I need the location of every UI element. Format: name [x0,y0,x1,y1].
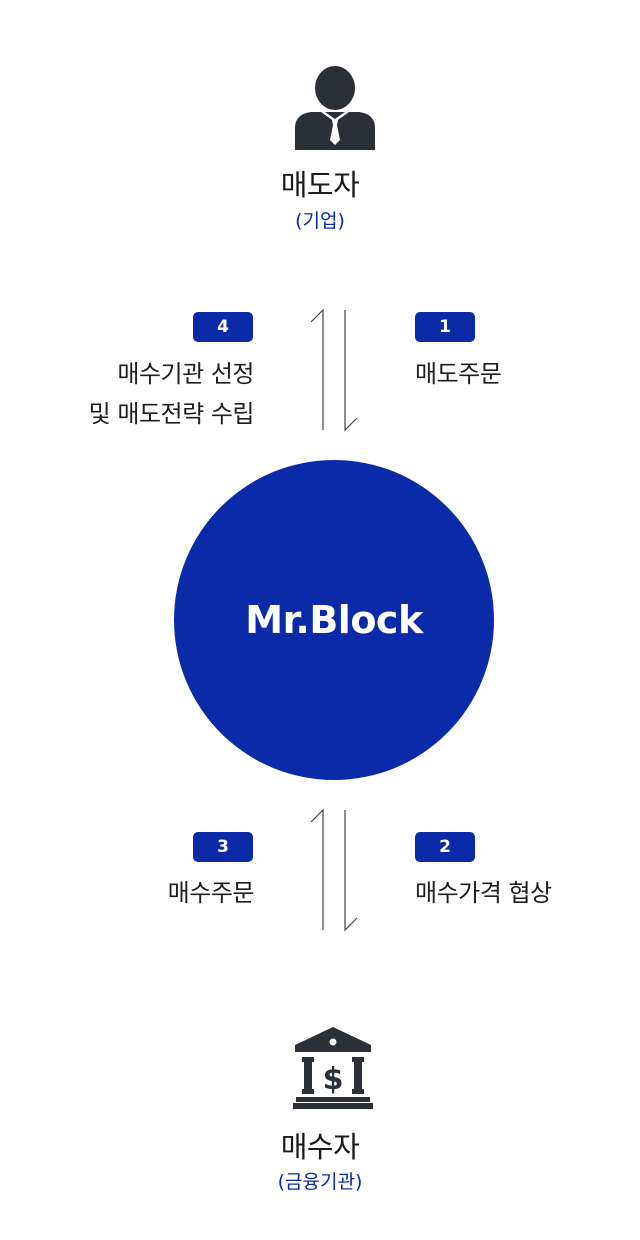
buyer-subtitle: (금융기관) [277,1171,363,1193]
hub-label: Mr.Block [245,598,423,642]
step-4-label-line1: 매수기관 선정 [117,360,254,388]
step-1-badge: 1 [415,312,475,342]
step-3-badge: 3 [193,832,253,862]
buyer-title: 매수자 [280,1130,360,1164]
step-2-badge: 2 [415,832,475,862]
down-arrow-icon [344,810,358,932]
step-2-label: 매수가격 협상 [415,879,552,907]
step-1-label: 매도주문 [415,360,502,388]
businessman-icon [295,66,375,150]
up-arrow-icon [310,808,324,930]
step-4-badge: 4 [193,312,253,342]
down-arrow-icon [344,310,358,432]
mr-block-hub: Mr.Block [174,460,494,780]
svg-text:$: $ [323,1062,344,1097]
lower-exchange-arrows [310,808,358,932]
upper-exchange-arrows [310,308,358,432]
up-arrow-icon [310,308,324,430]
seller-subtitle: (기업) [295,210,345,232]
bank-dollar-icon: $ [293,1027,373,1109]
step-3-label: 매수주문 [167,879,255,907]
seller-title: 매도자 [280,168,360,202]
step-4-label-line2: 및 매도전략 수립 [88,400,255,428]
step-4-label: 매수기관 선정 및 매도전략 수립 [88,354,255,434]
